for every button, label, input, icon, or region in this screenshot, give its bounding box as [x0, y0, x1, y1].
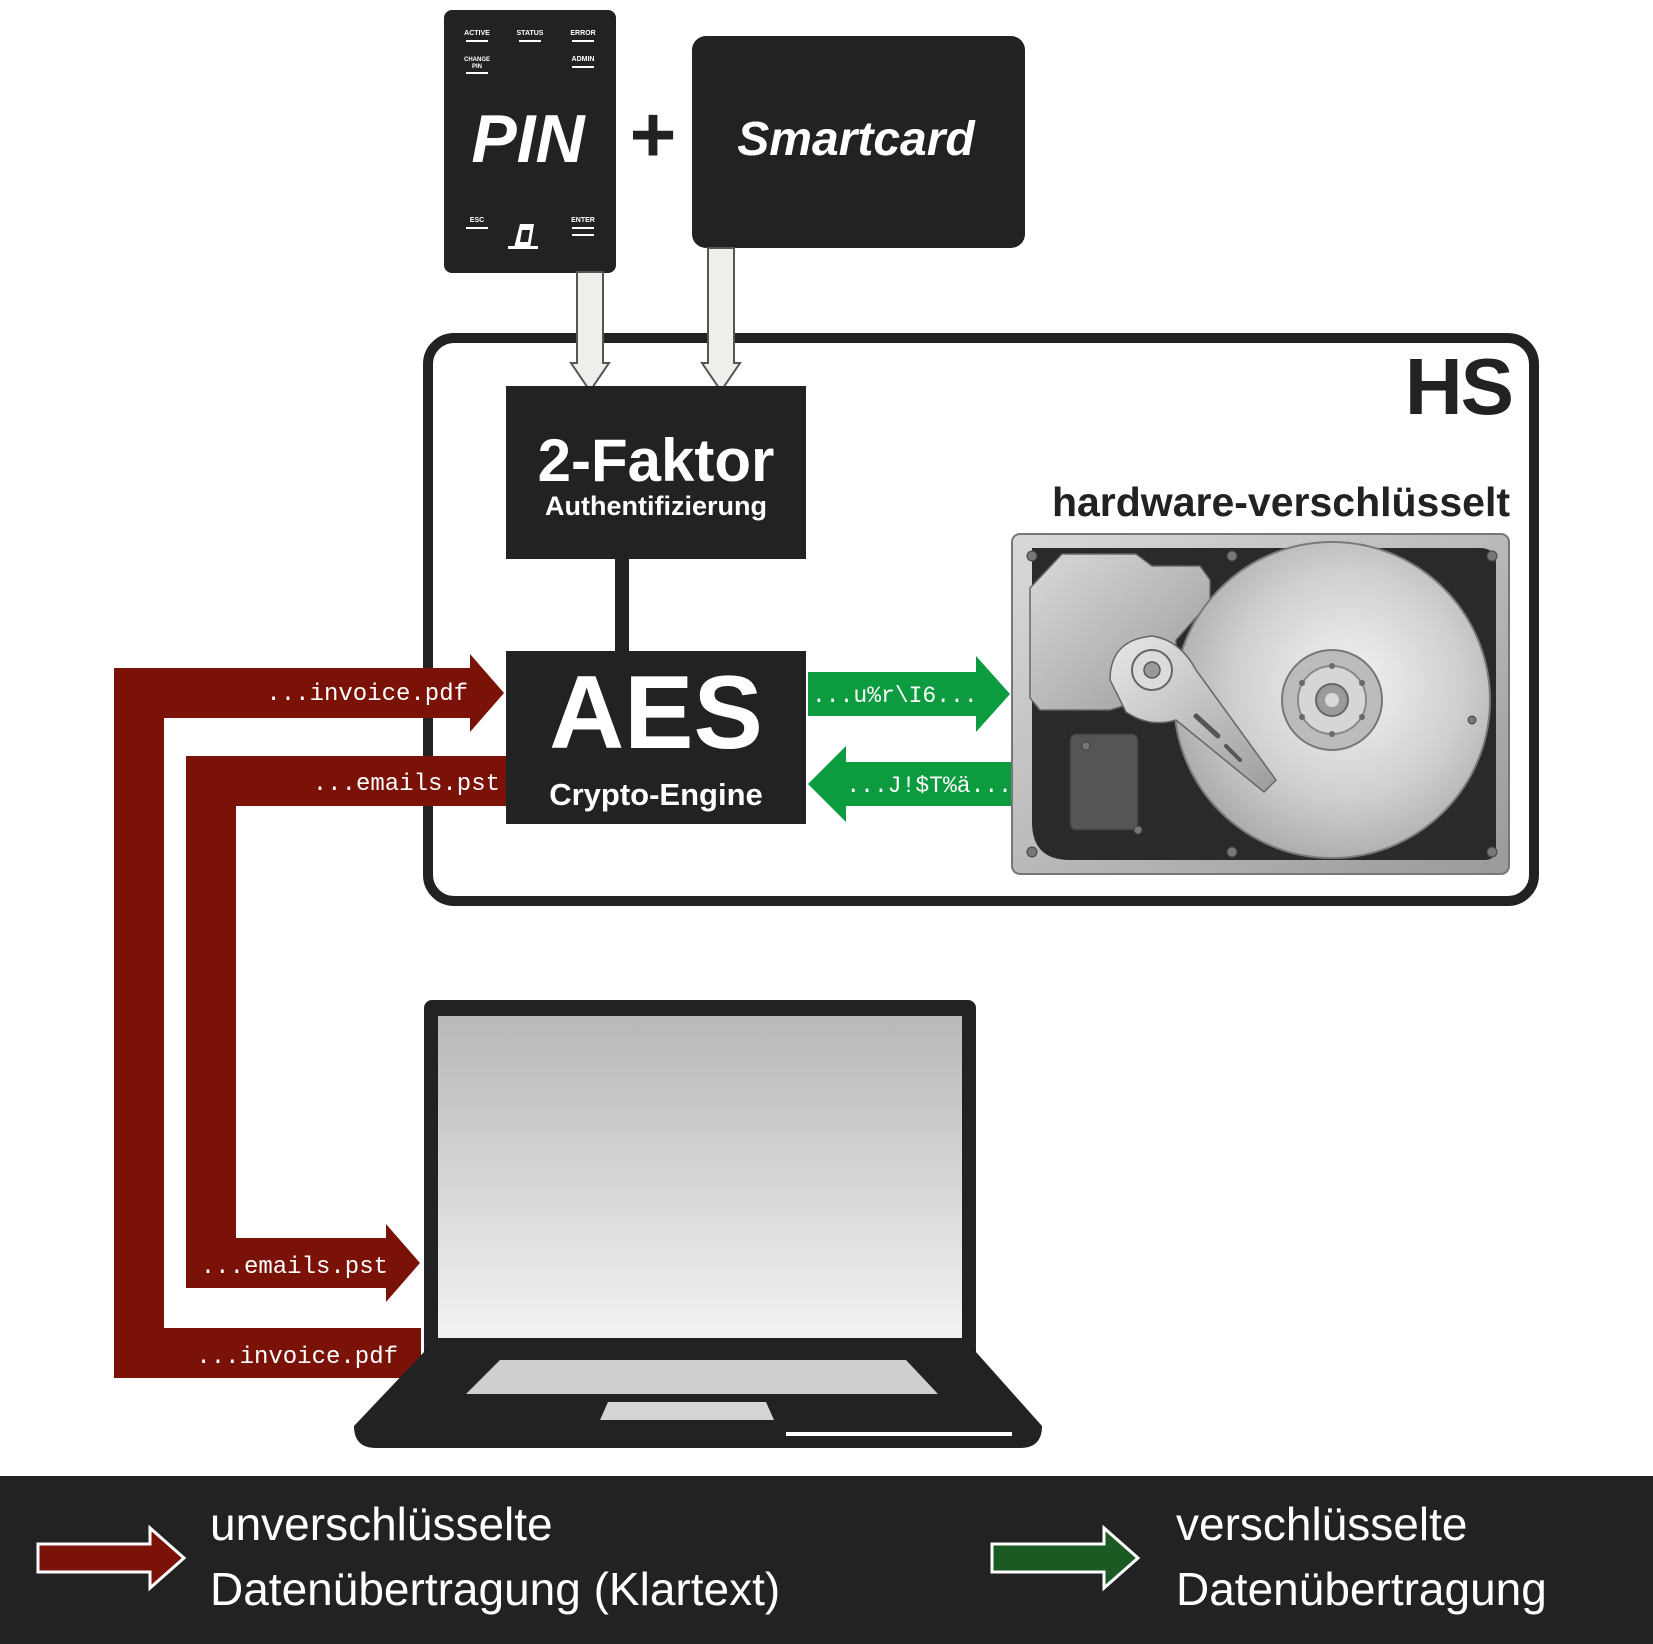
pin-title: PIN [471, 101, 586, 177]
smartcard-device: Smartcard [692, 36, 1025, 248]
unencrypted-flow [114, 654, 506, 1378]
pin-key-change-label: CHANGE [464, 57, 490, 63]
pin-key-enter-label: ENTER [571, 217, 595, 224]
pin-key-status-label: STATUS [517, 30, 544, 37]
pin-key-pin-label: PIN [472, 64, 482, 70]
aes-subtitle: Crypto-Engine [549, 777, 763, 812]
pin-key-active-label: ACTIVE [464, 30, 490, 37]
legend-unencrypted-arrow [36, 1524, 187, 1592]
legend-encrypted-line1: verschlüsselte [1176, 1498, 1467, 1550]
legend-encrypted-arrow [990, 1524, 1141, 1592]
flow-label-encrypted-in: ...J!$T%ä... [846, 773, 1012, 799]
brand-logo-icon [508, 224, 538, 249]
auth-to-aes-connector [615, 559, 629, 651]
laptop-icon [354, 1000, 1042, 1448]
plus-sign: + [630, 90, 677, 179]
smartcard-title: Smartcard [737, 113, 976, 166]
flow-label-encrypted-out: ...u%r\I6... [812, 683, 978, 709]
hard-disk-icon [1011, 533, 1510, 875]
legend: unverschlüsselte Datenübertragung (Klart… [0, 1476, 1653, 1644]
two-factor-title: 2-Faktor [538, 427, 775, 494]
pin-key-admin-label: ADMIN [572, 56, 595, 63]
pin-key-esc-label: ESC [470, 217, 484, 224]
flow-label-laptop-invoice: ...invoice.pdf [196, 1344, 398, 1371]
flow-label-in-emails: ...emails.pst [313, 771, 500, 798]
two-factor-subtitle: Authentifizierung [545, 491, 767, 521]
two-factor-box: 2-Faktor Authentifizierung [506, 386, 806, 559]
pin-key-error-label: ERROR [570, 30, 595, 37]
legend-unencrypted-line1: unverschlüsselte [210, 1498, 553, 1550]
encrypted-flow [808, 656, 1014, 822]
legend-unencrypted-line2: Datenübertragung (Klartext) [210, 1563, 780, 1615]
pin-pad-device: ACTIVE STATUS ERROR CHANGE PIN ADMIN PIN… [444, 10, 616, 273]
hdd-label: hardware-verschlüsselt [1052, 479, 1510, 525]
flow-label-in-invoice: ...invoice.pdf [266, 681, 468, 708]
aes-box: AES Crypto-Engine [506, 651, 806, 824]
aes-title: AES [549, 655, 763, 771]
hs-label: HS [1405, 342, 1512, 431]
legend-encrypted-line2: Datenübertragung [1176, 1563, 1547, 1615]
flow-label-laptop-emails: ...emails.pst [201, 1254, 388, 1281]
auth-input-arrows [569, 247, 742, 393]
